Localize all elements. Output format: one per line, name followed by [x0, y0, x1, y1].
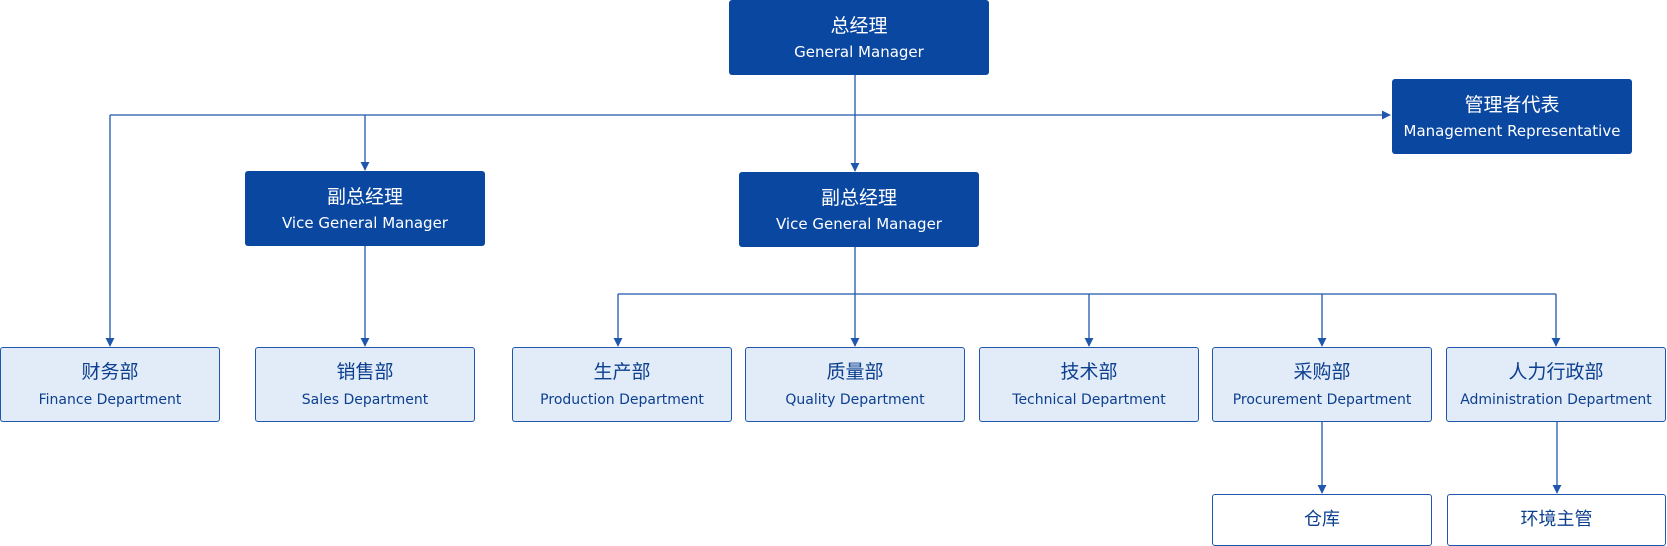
node-subtitle: Administration Department: [1460, 391, 1652, 408]
node-subtitle: General Manager: [794, 42, 924, 61]
node-subtitle: Vice General Manager: [776, 214, 942, 233]
administration-department-box: 人力行政部 Administration Department: [1446, 347, 1666, 422]
finance-department-box: 财务部 Finance Department: [0, 347, 220, 422]
node-subtitle: Sales Department: [301, 391, 429, 408]
node-subtitle: Procurement Department: [1232, 391, 1412, 408]
node-subtitle: Production Department: [540, 391, 704, 408]
vice-general-manager-1-box: 副总经理 Vice General Manager: [245, 171, 485, 246]
node-title: 质量部: [826, 360, 884, 383]
node-title: 副总经理: [820, 186, 897, 209]
technical-department-box: 技术部 Technical Department: [979, 347, 1199, 422]
node-subtitle: Management Representative: [1403, 121, 1621, 140]
node-title: 生产部: [593, 360, 651, 383]
node-title: 人力行政部: [1508, 360, 1604, 383]
node-title: 技术部: [1060, 360, 1118, 383]
sales-department-box: 销售部 Sales Department: [255, 347, 475, 422]
procurement-department-box: 采购部 Procurement Department: [1212, 347, 1432, 422]
node-subtitle: Vice General Manager: [282, 213, 448, 232]
node-subtitle: Finance Department: [38, 391, 182, 408]
node-title: 采购部: [1293, 360, 1351, 383]
node-subtitle: Technical Department: [1012, 391, 1166, 408]
vice-general-manager-2-box: 副总经理 Vice General Manager: [739, 172, 979, 247]
warehouse-box: 仓库: [1212, 494, 1432, 546]
node-title: 销售部: [336, 360, 394, 383]
node-title: 副总经理: [326, 185, 403, 208]
node-subtitle: Quality Department: [785, 391, 925, 408]
quality-department-box: 质量部 Quality Department: [745, 347, 965, 422]
node-title: 财务部: [81, 360, 139, 383]
general-manager-box: 总经理 General Manager: [729, 0, 989, 75]
management-representative-box: 管理者代表 Management Representative: [1392, 79, 1632, 154]
node-title: 总经理: [830, 14, 888, 37]
production-department-box: 生产部 Production Department: [512, 347, 732, 422]
environment-supervisor-box: 环境主管: [1447, 494, 1666, 546]
node-title: 仓库: [1304, 509, 1340, 530]
node-title: 管理者代表: [1464, 93, 1560, 116]
node-title: 环境主管: [1520, 509, 1593, 530]
